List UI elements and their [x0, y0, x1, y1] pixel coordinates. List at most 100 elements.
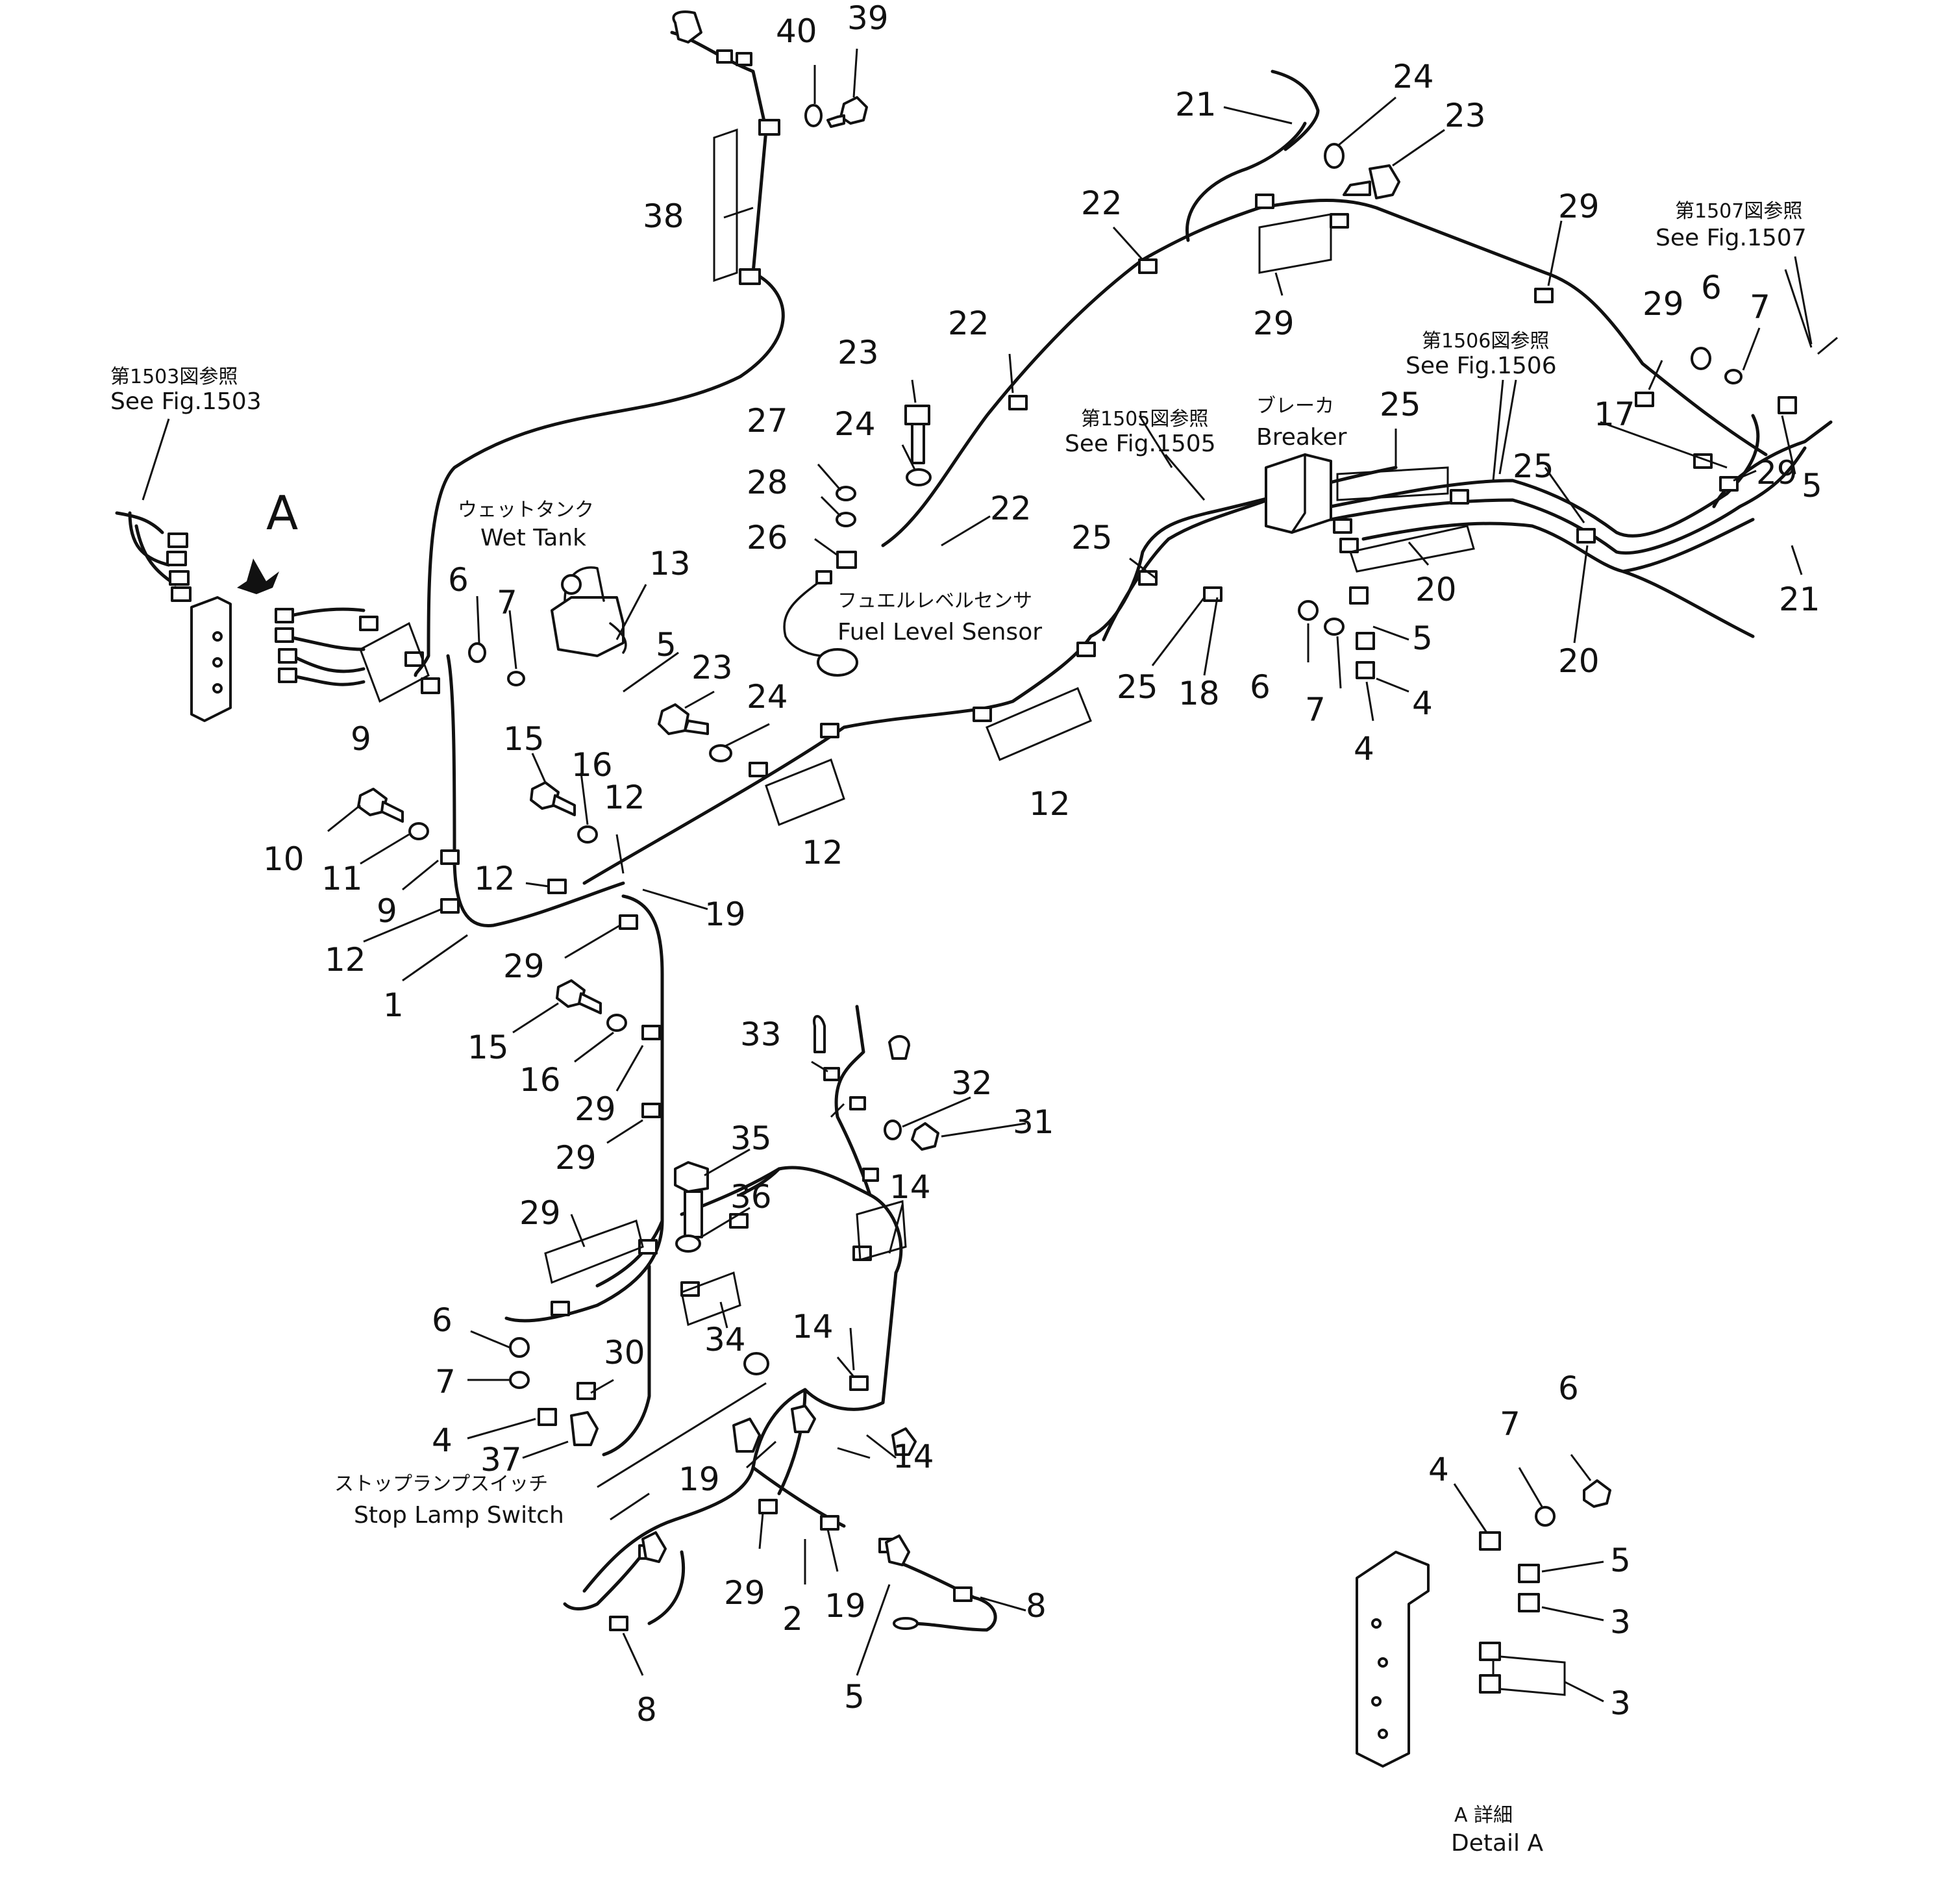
part-number: 32 [951, 1064, 993, 1102]
part-number: 22 [948, 305, 989, 342]
part-number: 20 [1558, 642, 1600, 680]
part-number: 16 [519, 1061, 561, 1099]
part-number: 37 [480, 1441, 522, 1479]
fuel-sensor-en: Fuel Level Sensor [837, 619, 1042, 645]
part-number: 8 [1026, 1587, 1047, 1625]
part-number: 26 [747, 519, 788, 557]
part-number: 5 [656, 626, 676, 664]
part-number: 25 [1071, 519, 1113, 557]
leader-lines [142, 48, 1838, 1703]
part-number: 5 [1412, 620, 1433, 657]
part-number: 24 [834, 405, 876, 443]
part-number: 9 [351, 720, 371, 758]
part-number: 1 [383, 986, 404, 1024]
part-number: 20 [1415, 571, 1457, 608]
see-1505-en: See Fig.1505 [1065, 431, 1216, 457]
part-number: 5 [844, 1678, 865, 1716]
part-number: 12 [1029, 785, 1071, 823]
detail-arrow-label: A [266, 486, 298, 540]
part-number: 21 [1779, 581, 1820, 618]
part-number: 6 [1701, 269, 1722, 307]
part-number: 15 [503, 720, 545, 758]
top-connector-38 [672, 10, 752, 66]
part-number: 8 [636, 1691, 657, 1729]
part-number: 6 [1250, 668, 1271, 706]
fuel-level-sensor [783, 570, 858, 677]
part-number: 29 [575, 1090, 616, 1128]
part-number: 25 [1380, 386, 1421, 423]
part-number-callouts: 40 39 38 21 24 23 22 29 29 22 22 23 24 2… [263, 0, 1822, 1729]
part-number: 6 [432, 1301, 453, 1339]
part-number: 19 [825, 1587, 866, 1625]
part-number: 16 [571, 746, 613, 784]
part-number: 29 [1756, 454, 1798, 492]
see-1507-jp: 第1507図参照 [1675, 200, 1802, 223]
see-1503-jp: 第1503図参照 [110, 366, 238, 388]
breaker [1265, 453, 1332, 534]
part-number: 5 [1610, 1542, 1631, 1579]
part-number: 22 [1081, 184, 1123, 222]
breaker-jp: ブレーカ [1256, 395, 1334, 418]
part-number: 7 [1750, 288, 1770, 326]
callout-labels: A 第1503図参照 See Fig.1503 第1505図参照 See Fig… [110, 200, 1807, 1857]
part-number: 29 [503, 947, 545, 985]
detail-a-bracket [1356, 1479, 1611, 1768]
part-number: 11 [321, 860, 363, 897]
part-number: 2 [782, 1600, 803, 1638]
part-number: 7 [1500, 1405, 1520, 1443]
part-number: 7 [1305, 691, 1326, 729]
part-number: 40 [776, 12, 817, 50]
wet-tank-en: Wet Tank [480, 525, 586, 551]
connector-group-1503 [115, 511, 192, 602]
part-number: 29 [1643, 285, 1684, 323]
part-number: 14 [889, 1168, 931, 1206]
part-number: 23 [1445, 97, 1486, 134]
part-number: 29 [724, 1574, 765, 1612]
part-number: 3 [1610, 1684, 1631, 1722]
part-number: 12 [474, 860, 515, 897]
see-1505-jp: 第1505図参照 [1081, 408, 1208, 431]
detail-a-jp: A 詳細 [1454, 1804, 1513, 1827]
part-number: 6 [1558, 1370, 1579, 1407]
see-1506-jp: 第1506図参照 [1422, 330, 1549, 353]
part-number: 24 [1393, 58, 1434, 95]
part-number: 34 [704, 1321, 746, 1358]
wet-tank-jp: ウェットタンク [458, 499, 594, 521]
part-number: 14 [792, 1308, 834, 1346]
detail-a-en: Detail A [1451, 1830, 1543, 1857]
part-number: 6 [448, 561, 469, 599]
part-number: 29 [1253, 305, 1295, 342]
part-number: 18 [1178, 675, 1220, 712]
part-number: 31 [1013, 1103, 1054, 1141]
see-1507-en: See Fig.1507 [1656, 225, 1807, 251]
part-number: 10 [263, 840, 304, 878]
stop-lamp-en: Stop Lamp Switch [354, 1502, 564, 1529]
wet-tank [551, 566, 627, 657]
part-number: 33 [740, 1016, 782, 1053]
part-number: 14 [893, 1438, 934, 1475]
see-1503-en: See Fig.1503 [110, 388, 262, 415]
part-number: 27 [747, 402, 788, 440]
detail-a-arrow [237, 558, 279, 594]
part-number: 29 [519, 1194, 561, 1232]
part-number: 24 [747, 678, 788, 716]
part-number: 12 [604, 779, 645, 816]
part-number: 4 [1412, 684, 1433, 722]
part-number: 25 [1513, 447, 1554, 485]
part-number: 19 [704, 895, 746, 933]
part-number: 4 [1428, 1451, 1449, 1488]
bracket-plate-small [190, 596, 232, 722]
group-brackets [359, 128, 1566, 1696]
part-number: 3 [1610, 1603, 1631, 1641]
part-number: 5 [1802, 467, 1822, 505]
part-number: 15 [467, 1029, 509, 1066]
part-number: 13 [649, 545, 691, 582]
clamps [359, 119, 1739, 1631]
part-number: 35 [730, 1120, 772, 1157]
breaker-en: Breaker [1256, 424, 1347, 451]
fuel-sensor-jp: フュエルレベルセンサ [837, 590, 1032, 612]
part-number: 21 [1175, 86, 1217, 123]
harness-wires [414, 31, 1833, 1632]
connector-group-9 [275, 607, 440, 694]
part-number: 22 [990, 490, 1032, 527]
